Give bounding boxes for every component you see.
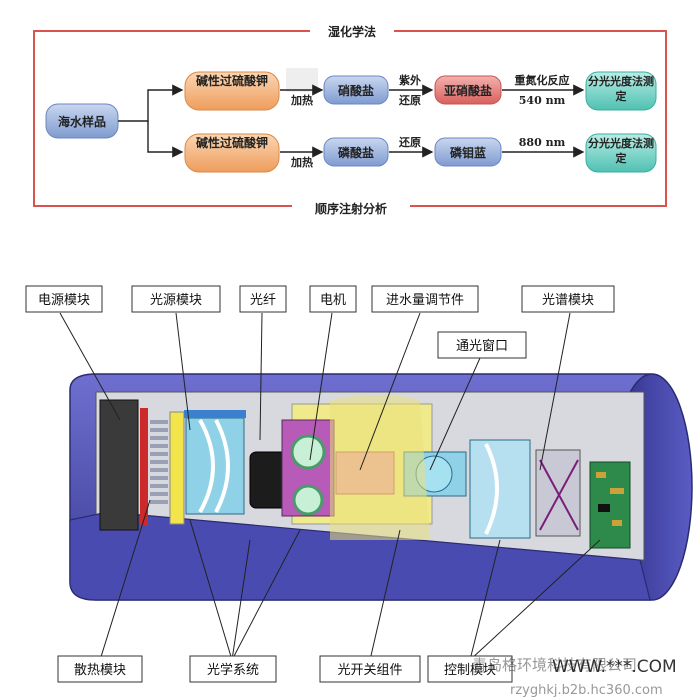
node-seawater-sample-label: 海水样品 bbox=[58, 114, 106, 129]
svg-text:光谱模块: 光谱模块 bbox=[542, 293, 594, 308]
row2-reagent-node bbox=[184, 133, 280, 173]
row2-result-node bbox=[585, 133, 657, 173]
row2-result-label: 分光光度法测定 bbox=[588, 137, 654, 165]
svg-text:控制模块: 控制模块 bbox=[444, 663, 496, 678]
callout-lines bbox=[59, 312, 601, 661]
row2-step2-top: 还原 bbox=[398, 135, 421, 149]
label-water-inlet-adjuster: 进水量调节件 bbox=[371, 285, 479, 313]
row1-step2-top: 紫外 bbox=[399, 73, 421, 87]
row1-step3-top: 重氮化反应 bbox=[515, 73, 570, 87]
row1-step3-bottom: 540 nm bbox=[519, 94, 566, 107]
row1-reagent-node bbox=[184, 71, 280, 111]
label-optical-fiber: 光纤 bbox=[239, 285, 287, 313]
label-light-source-module: 光源模块 bbox=[131, 285, 221, 313]
row1-result-label: 分光光度法测定 bbox=[588, 75, 654, 103]
heat-sink-plate bbox=[140, 408, 148, 526]
label-heat-sink-module: 散热模块 bbox=[57, 655, 143, 683]
svg-text:通光窗口: 通光窗口 bbox=[456, 338, 508, 354]
heat-sink-fins bbox=[150, 420, 168, 504]
row2-molybdenum-blue-node bbox=[434, 137, 502, 167]
flow-frame bbox=[33, 30, 667, 207]
watermark-url: rzyghkj.b2b.hc360.com bbox=[510, 683, 663, 698]
label-optical-system: 光学系统 bbox=[189, 655, 277, 683]
device-cutaway bbox=[69, 373, 693, 601]
svg-text:光开关组件: 光开关组件 bbox=[337, 663, 402, 678]
label-motor: 电机 bbox=[309, 285, 357, 313]
row2-reagent-label: 碱性过硫酸钾 bbox=[195, 136, 268, 150]
flow-diagram: 湿化学法 顺序注射分析 海水样品 碱性过硫酸钾 加热 硝酸盐 紫外 还原 亚硝酸… bbox=[33, 22, 667, 216]
watermark-main: WWW.***.COM bbox=[552, 657, 677, 677]
label-light-window: 通光窗口 bbox=[437, 331, 527, 359]
row1-step2-bottom: 还原 bbox=[398, 93, 421, 107]
label-control-module: 控制模块 bbox=[427, 655, 513, 683]
power-module-block bbox=[99, 399, 139, 531]
label-spectrum-module: 光谱模块 bbox=[521, 285, 615, 313]
label-light-switch-assembly: 光开关组件 bbox=[319, 655, 421, 683]
svg-text:散热模块: 散热模块 bbox=[74, 663, 126, 678]
watermark-company: 青岛格环境科技有限公司 bbox=[472, 656, 637, 674]
svg-text:电源模块: 电源模块 bbox=[38, 293, 90, 308]
row2-phosphate-label: 磷酸盐 bbox=[338, 145, 374, 160]
row2-step1-label: 加热 bbox=[290, 155, 313, 169]
row1-result-node bbox=[585, 71, 657, 111]
row1-reagent-label: 碱性过硫酸钾 bbox=[195, 74, 268, 88]
row1-nitrate-label: 硝酸盐 bbox=[338, 83, 374, 98]
svg-text:电机: 电机 bbox=[320, 293, 346, 308]
svg-text:光纤: 光纤 bbox=[250, 293, 276, 308]
row1-nitrate-node bbox=[323, 75, 389, 105]
flow-bottom-label: 顺序注射分析 bbox=[315, 201, 387, 216]
svg-text:光学系统: 光学系统 bbox=[207, 662, 259, 678]
row1-nitrite-node bbox=[434, 75, 502, 105]
row1-nitrite-label: 亚硝酸盐 bbox=[444, 83, 492, 98]
row2-step3-top: 880 nm bbox=[519, 136, 566, 149]
svg-text:进水量调节件: 进水量调节件 bbox=[386, 293, 464, 308]
row2-molybdenum-blue-label: 磷钼蓝 bbox=[450, 145, 486, 160]
row2-phosphate-node bbox=[323, 137, 389, 167]
flow-top-label: 湿化学法 bbox=[328, 24, 376, 39]
svg-text:光源模块: 光源模块 bbox=[150, 293, 202, 308]
row1-step1-label: 加热 bbox=[290, 93, 313, 107]
label-power-module: 电源模块 bbox=[25, 285, 103, 313]
